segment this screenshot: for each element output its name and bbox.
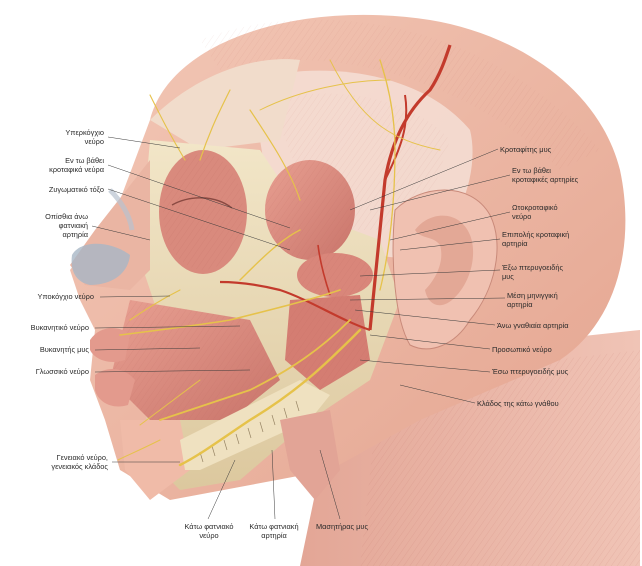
label-temporalis-muscle: Κροταφίτης μυς bbox=[500, 145, 552, 154]
label-maxillary-artery: Άνω γναθιαία αρτηρία bbox=[497, 321, 569, 330]
nerve-network bbox=[117, 59, 441, 467]
label-zygomatic-arch: Ζυγωματικό τόξο bbox=[48, 185, 104, 194]
label-medial-pterygoid-muscle: Έσω πτερυγοειδής μυς bbox=[492, 367, 569, 376]
label-inferior-alveolar-nerve: Κάτω φατνιακό νεύρο bbox=[184, 522, 234, 540]
label-masseter-muscle: Μασητήρας μυς bbox=[315, 522, 369, 531]
label-deep-temporal-arteries: Εν τω βάθει κροταφικές αρτηρίες bbox=[512, 166, 579, 184]
label-inferior-alveolar-artery: Κάτω φατνιακή αρτηρία bbox=[249, 522, 299, 540]
label-lingual-nerve: Γλωσσικό νεύρο bbox=[35, 367, 89, 376]
label-posterior-superior-alveolar-artery: Οπίσθια άνω φατνιακή αρτηρία bbox=[45, 212, 88, 239]
label-mandibular-branch: Κλάδος της κάτω γνάθου bbox=[477, 399, 559, 408]
label-superficial-temporal-artery: Επιπολής κροταφική αρτηρία bbox=[502, 230, 570, 248]
leader-lines bbox=[91, 136, 511, 520]
label-facial-nerve: Προσωπικό νεύρο bbox=[492, 345, 552, 354]
label-middle-meningeal-artery: Μέση μηνιγγική αρτηρία bbox=[507, 291, 558, 309]
label-buccal-nerve: Βυκανητικό νεύρο bbox=[30, 323, 89, 332]
label-lateral-pterygoid-muscle: Έξω πτερυγοειδής μυς bbox=[502, 263, 564, 281]
mandible bbox=[180, 380, 330, 470]
label-infraorbital-nerve: Υποκόγχιο νεύρο bbox=[37, 292, 94, 301]
superficial-temporal-artery-path bbox=[368, 44, 452, 331]
lips bbox=[90, 328, 130, 362]
label-deep-temporal-nerves: Εν τω βάθει κροταφικά νεύρα bbox=[49, 156, 104, 174]
label-supraorbital-nerve: Υπερκόγχιο νεύρο bbox=[65, 128, 104, 146]
label-buccinator-muscle: Βυκανητής μυς bbox=[39, 345, 89, 354]
label-auriculotemporal-nerve: Ωτοκροταφικό νεύρο bbox=[512, 203, 558, 221]
label-mental-nerve: Γενειακό νεύρο, γενειακός κλάδος bbox=[51, 453, 108, 471]
